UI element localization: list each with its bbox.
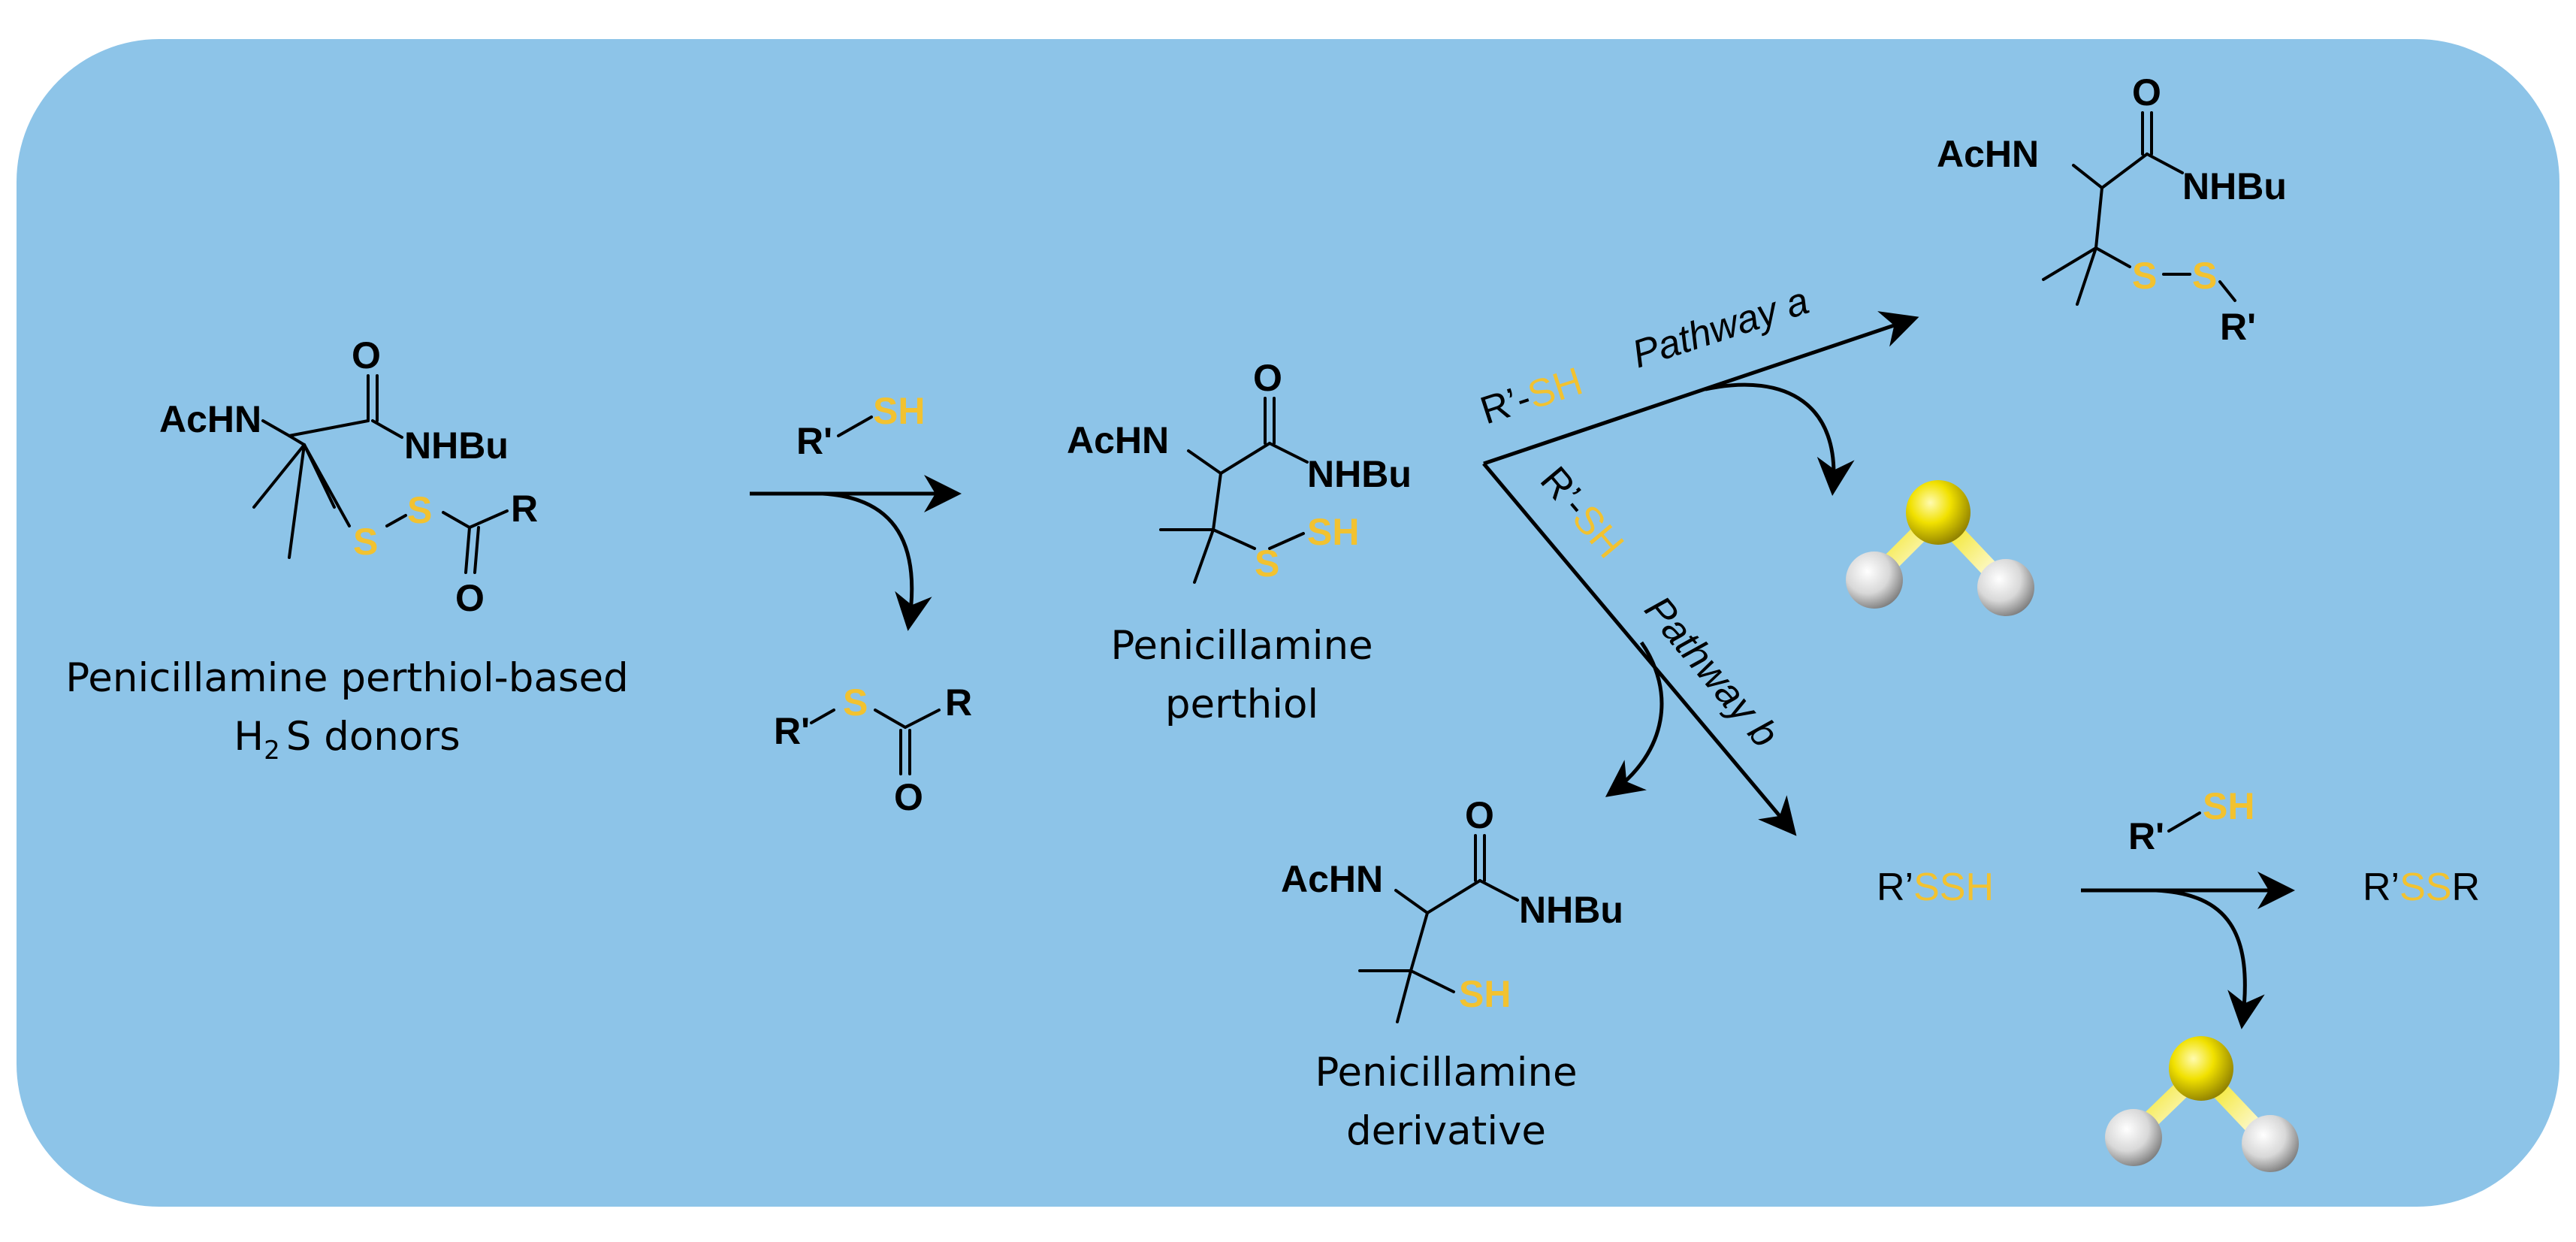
- release-curve-2: [2155, 888, 2265, 1029]
- svg-text:SH: SH: [873, 390, 925, 432]
- perthiol-o: O: [1253, 357, 1282, 399]
- rssh-label: R’SSH: [1877, 866, 1994, 909]
- donor-o: O: [352, 334, 381, 376]
- thioester-byproduct: R' S R O: [774, 681, 972, 818]
- perthiol-caption-line2: perthiol: [1165, 681, 1318, 727]
- donor-achn: AcHN: [159, 398, 261, 440]
- perthiol-s: S: [1255, 542, 1279, 585]
- product-a-o: O: [2132, 71, 2161, 113]
- reagent-r-sh-1: R' SH: [796, 390, 925, 462]
- derivative-nhbu: NHBu: [1519, 889, 1623, 931]
- h2s-molecule-icon: [1846, 480, 2034, 616]
- product-a-s2: S: [2192, 255, 2217, 297]
- donor-caption-line1: Penicillamine perthiol-based: [65, 655, 629, 701]
- donor-r: R: [511, 488, 538, 530]
- release-curve-a: [1705, 382, 1855, 496]
- perthiol-caption-line1: Penicillamine: [1110, 623, 1373, 669]
- reagent-r-sh-2: R' SH: [2128, 785, 2254, 857]
- derivative-caption-line2: derivative: [1346, 1108, 1546, 1154]
- donor-molecule: O AcHN NHBu S S R O: [159, 334, 538, 619]
- derivative-sh: SH: [1459, 973, 1511, 1015]
- product-a-s1: S: [2132, 255, 2157, 297]
- svg-text:S: S: [843, 681, 868, 724]
- derivative-molecule: O AcHN NHBu SH: [1281, 794, 1623, 1023]
- h2s-molecule-icon: [2105, 1036, 2299, 1172]
- svg-text:O: O: [894, 776, 923, 818]
- product-a-achn: AcHN: [1937, 133, 2039, 175]
- svg-text:R': R': [2128, 815, 2164, 857]
- perthiol-sh: SH: [1307, 511, 1359, 553]
- product-a-molecule: O AcHN NHBu S S R': [1937, 71, 2287, 348]
- pathway-b-arrow: [1482, 462, 1797, 836]
- derivative-o: O: [1465, 794, 1494, 836]
- donor-o2: O: [455, 577, 485, 619]
- derivative-achn: AcHN: [1281, 858, 1383, 900]
- perthiol-achn: AcHN: [1067, 419, 1169, 461]
- perthiol-nhbu: NHBu: [1307, 453, 1412, 495]
- rssr-label: R’SSR: [2363, 866, 2480, 909]
- release-curve-1: [822, 491, 932, 631]
- perthiol-molecule: O AcHN NHBu S SH: [1067, 357, 1412, 585]
- derivative-caption-line1: Penicillamine: [1315, 1050, 1577, 1095]
- release-curve-b: [1605, 641, 1664, 797]
- svg-text:SH: SH: [2203, 785, 2254, 827]
- pathway-a-arrow: [1483, 311, 1919, 466]
- product-a-nhbu: NHBu: [2182, 165, 2287, 207]
- donor-s2: S: [407, 489, 432, 531]
- product-a-r: R': [2220, 306, 2256, 348]
- svg-text:R': R': [774, 710, 810, 752]
- donor-nhbu: NHBu: [404, 425, 509, 467]
- panel-background: [17, 39, 2559, 1207]
- svg-text:R': R': [796, 420, 832, 462]
- donor-s1: S: [353, 521, 378, 563]
- svg-text:R: R: [945, 681, 972, 724]
